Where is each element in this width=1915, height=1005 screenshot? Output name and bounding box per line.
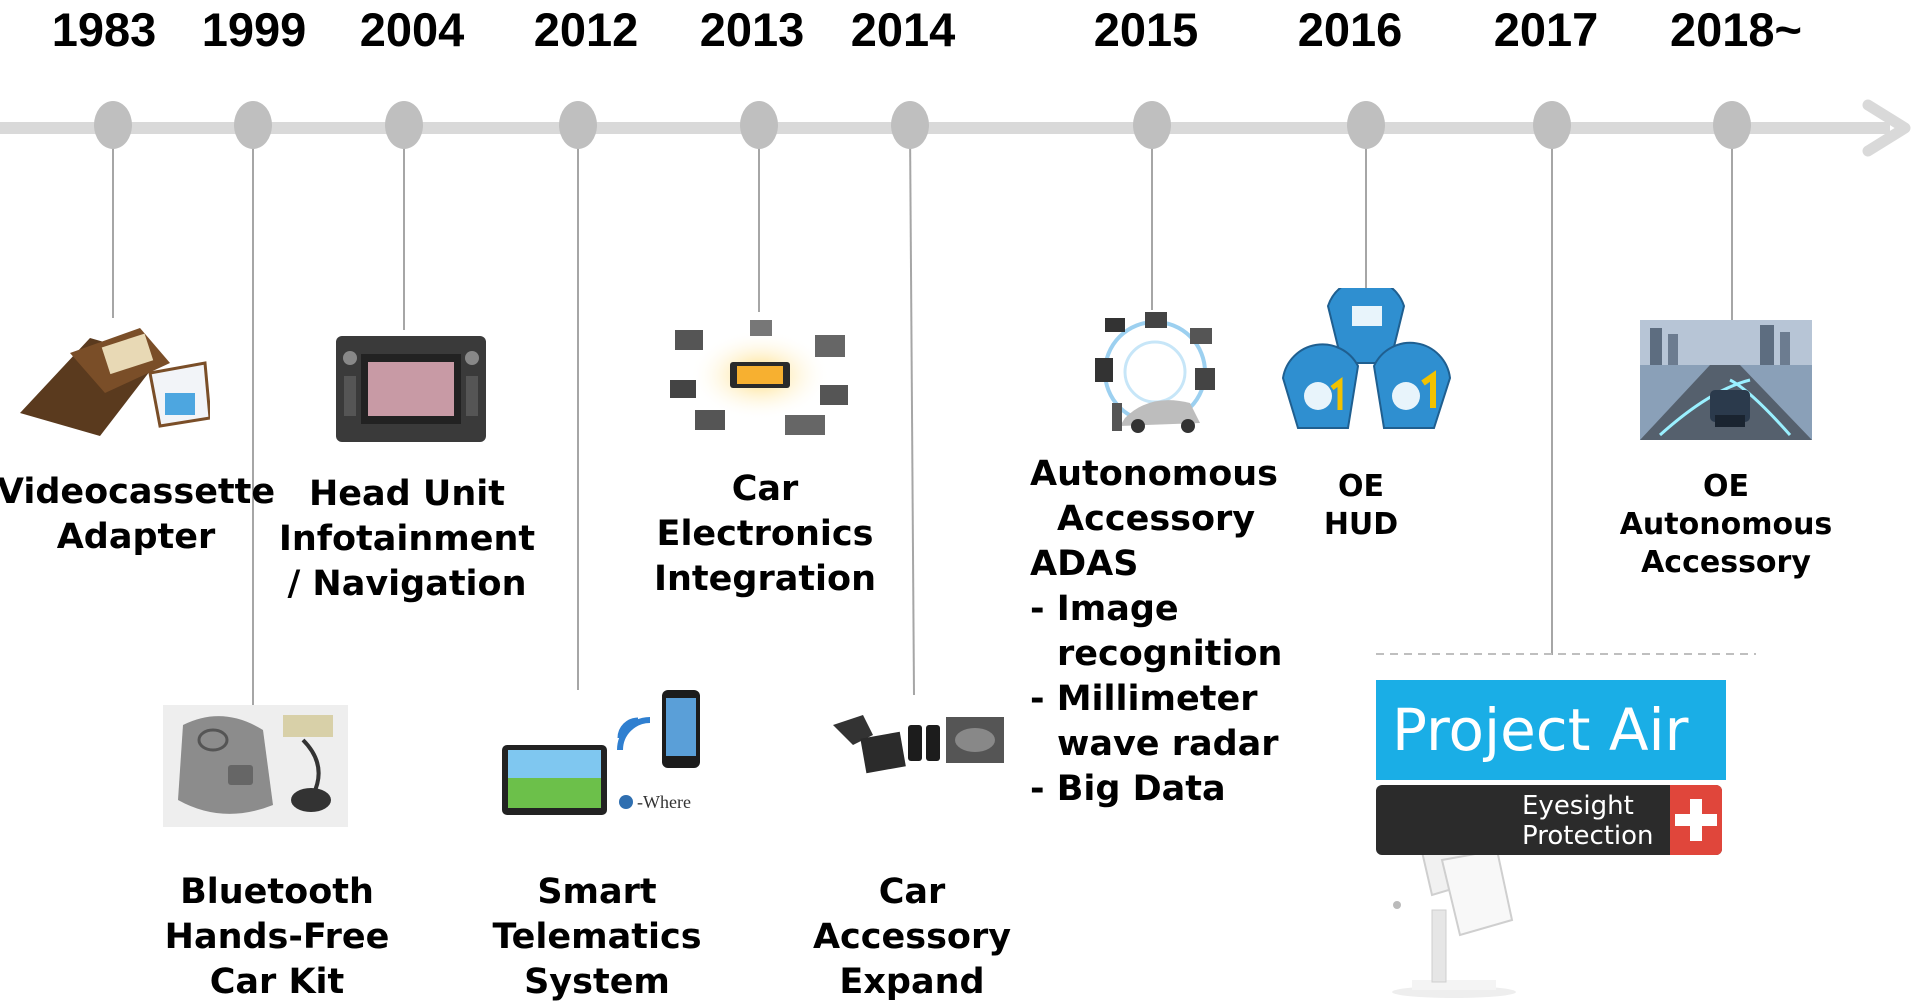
car-electronics-integration-image [670,320,848,435]
label-line: Infotainment [278,519,536,559]
adas-bullet-radar-cont: wave radar [1057,724,1279,764]
red-cross-icon [1670,785,1722,855]
oe-autonomous-image [1640,320,1812,440]
milestone-label-2012: Smart Telematics System [492,870,701,1005]
eyesight-protection-text: Eyesight Protection [1522,791,1654,851]
year-label-1999: 1999 [201,3,307,56]
label-line: Integration [653,559,877,599]
adas-network-image [1095,312,1215,433]
project-air-banner: Project Air [1376,680,1726,780]
label-line: OE [1702,469,1749,504]
year-label-2018: 2018~ [1669,3,1803,56]
label-line: Bluetooth [180,872,374,912]
node-1999 [234,101,272,149]
milestone-label-1999: Bluetooth Hands-Free Car Kit [165,870,390,1005]
badge-line: Protection [1522,821,1654,851]
year-label-2016: 2016 [1297,3,1403,56]
label-line: Car [731,469,799,509]
label-line: System [524,962,670,1002]
adas-bullet-image: - Image [1030,589,1179,629]
label-line: Head Unit [309,474,505,514]
node-2015 [1133,101,1171,149]
milestone-label-2018: OE Autonomous Accessory [1620,468,1833,582]
label-line: Videocassette [0,472,276,512]
label-line: Expand [839,962,985,1002]
label-line: Autonomous [1619,507,1833,542]
node-2012 [559,101,597,149]
milestone-label-1983: Videocassette Adapter [0,470,275,560]
videocassette-adapter-image [20,328,210,436]
milestone-label-2004: Head Unit Infotainment / Navigation [279,472,535,607]
year-label-2017: 2017 [1493,3,1599,56]
milestone-label-2013: Car Electronics Integration [654,467,876,602]
adas-bullet-bigdata: - Big Data [1030,769,1226,809]
node-1983 [94,101,132,149]
node-2017 [1533,101,1571,149]
node-2014 [891,101,929,149]
label-line: Car Kit [209,962,345,1002]
label-line: Car [878,872,946,912]
adas-title-line: Accessory [1057,499,1256,539]
milestone-label-2016: OE HUD [1324,468,1398,544]
label-line: Accessory [1641,545,1811,580]
label-line: / Navigation [287,564,527,604]
label-line: Smart [537,872,657,912]
label-line: Adapter [56,517,216,557]
year-label-1983: 1983 [51,3,157,56]
node-2004 [385,101,423,149]
adas-bullet-radar: - Millimeter [1030,679,1258,719]
smart-telematics-image: -Where [502,690,700,815]
year-label-2012: 2012 [533,3,639,56]
year-label-2014: 2014 [850,3,956,56]
label-line: Telematics [492,917,702,957]
adas-title-line: ADAS [1030,544,1139,584]
label-line: HUD [1323,507,1399,542]
adas-bullet-image-cont: recognition [1057,634,1283,674]
connector-2014 [909,127,915,696]
milestone-label-2015: Autonomous Accessory ADAS - Image recogn… [1030,452,1282,812]
eyesight-protection-badge: Eyesight Protection [1376,785,1722,855]
label-line: Hands-Free [164,917,390,957]
timeline-arrowhead-icon [1862,99,1911,157]
car-accessory-image [833,715,1004,774]
year-label-2013: 2013 [699,3,805,56]
hud-display-image [1281,288,1452,429]
label-line: Electronics [656,514,874,554]
node-2013 [740,101,778,149]
label-line: OE [1338,469,1384,504]
node-2016 [1347,101,1385,149]
badge-line: Eyesight [1522,791,1634,821]
milestone-label-2014: Car Accessory Expand [813,870,1011,1005]
bluetooth-car-kit-image [163,705,348,827]
head-unit-image [336,336,486,442]
svg-text:-Where: -Where [637,792,691,812]
year-label-2004: 2004 [359,3,465,56]
year-label-2015: 2015 [1093,3,1199,56]
node-2018 [1713,101,1751,149]
adas-title-line: Autonomous [1030,454,1279,494]
label-line: Accessory [812,917,1012,957]
